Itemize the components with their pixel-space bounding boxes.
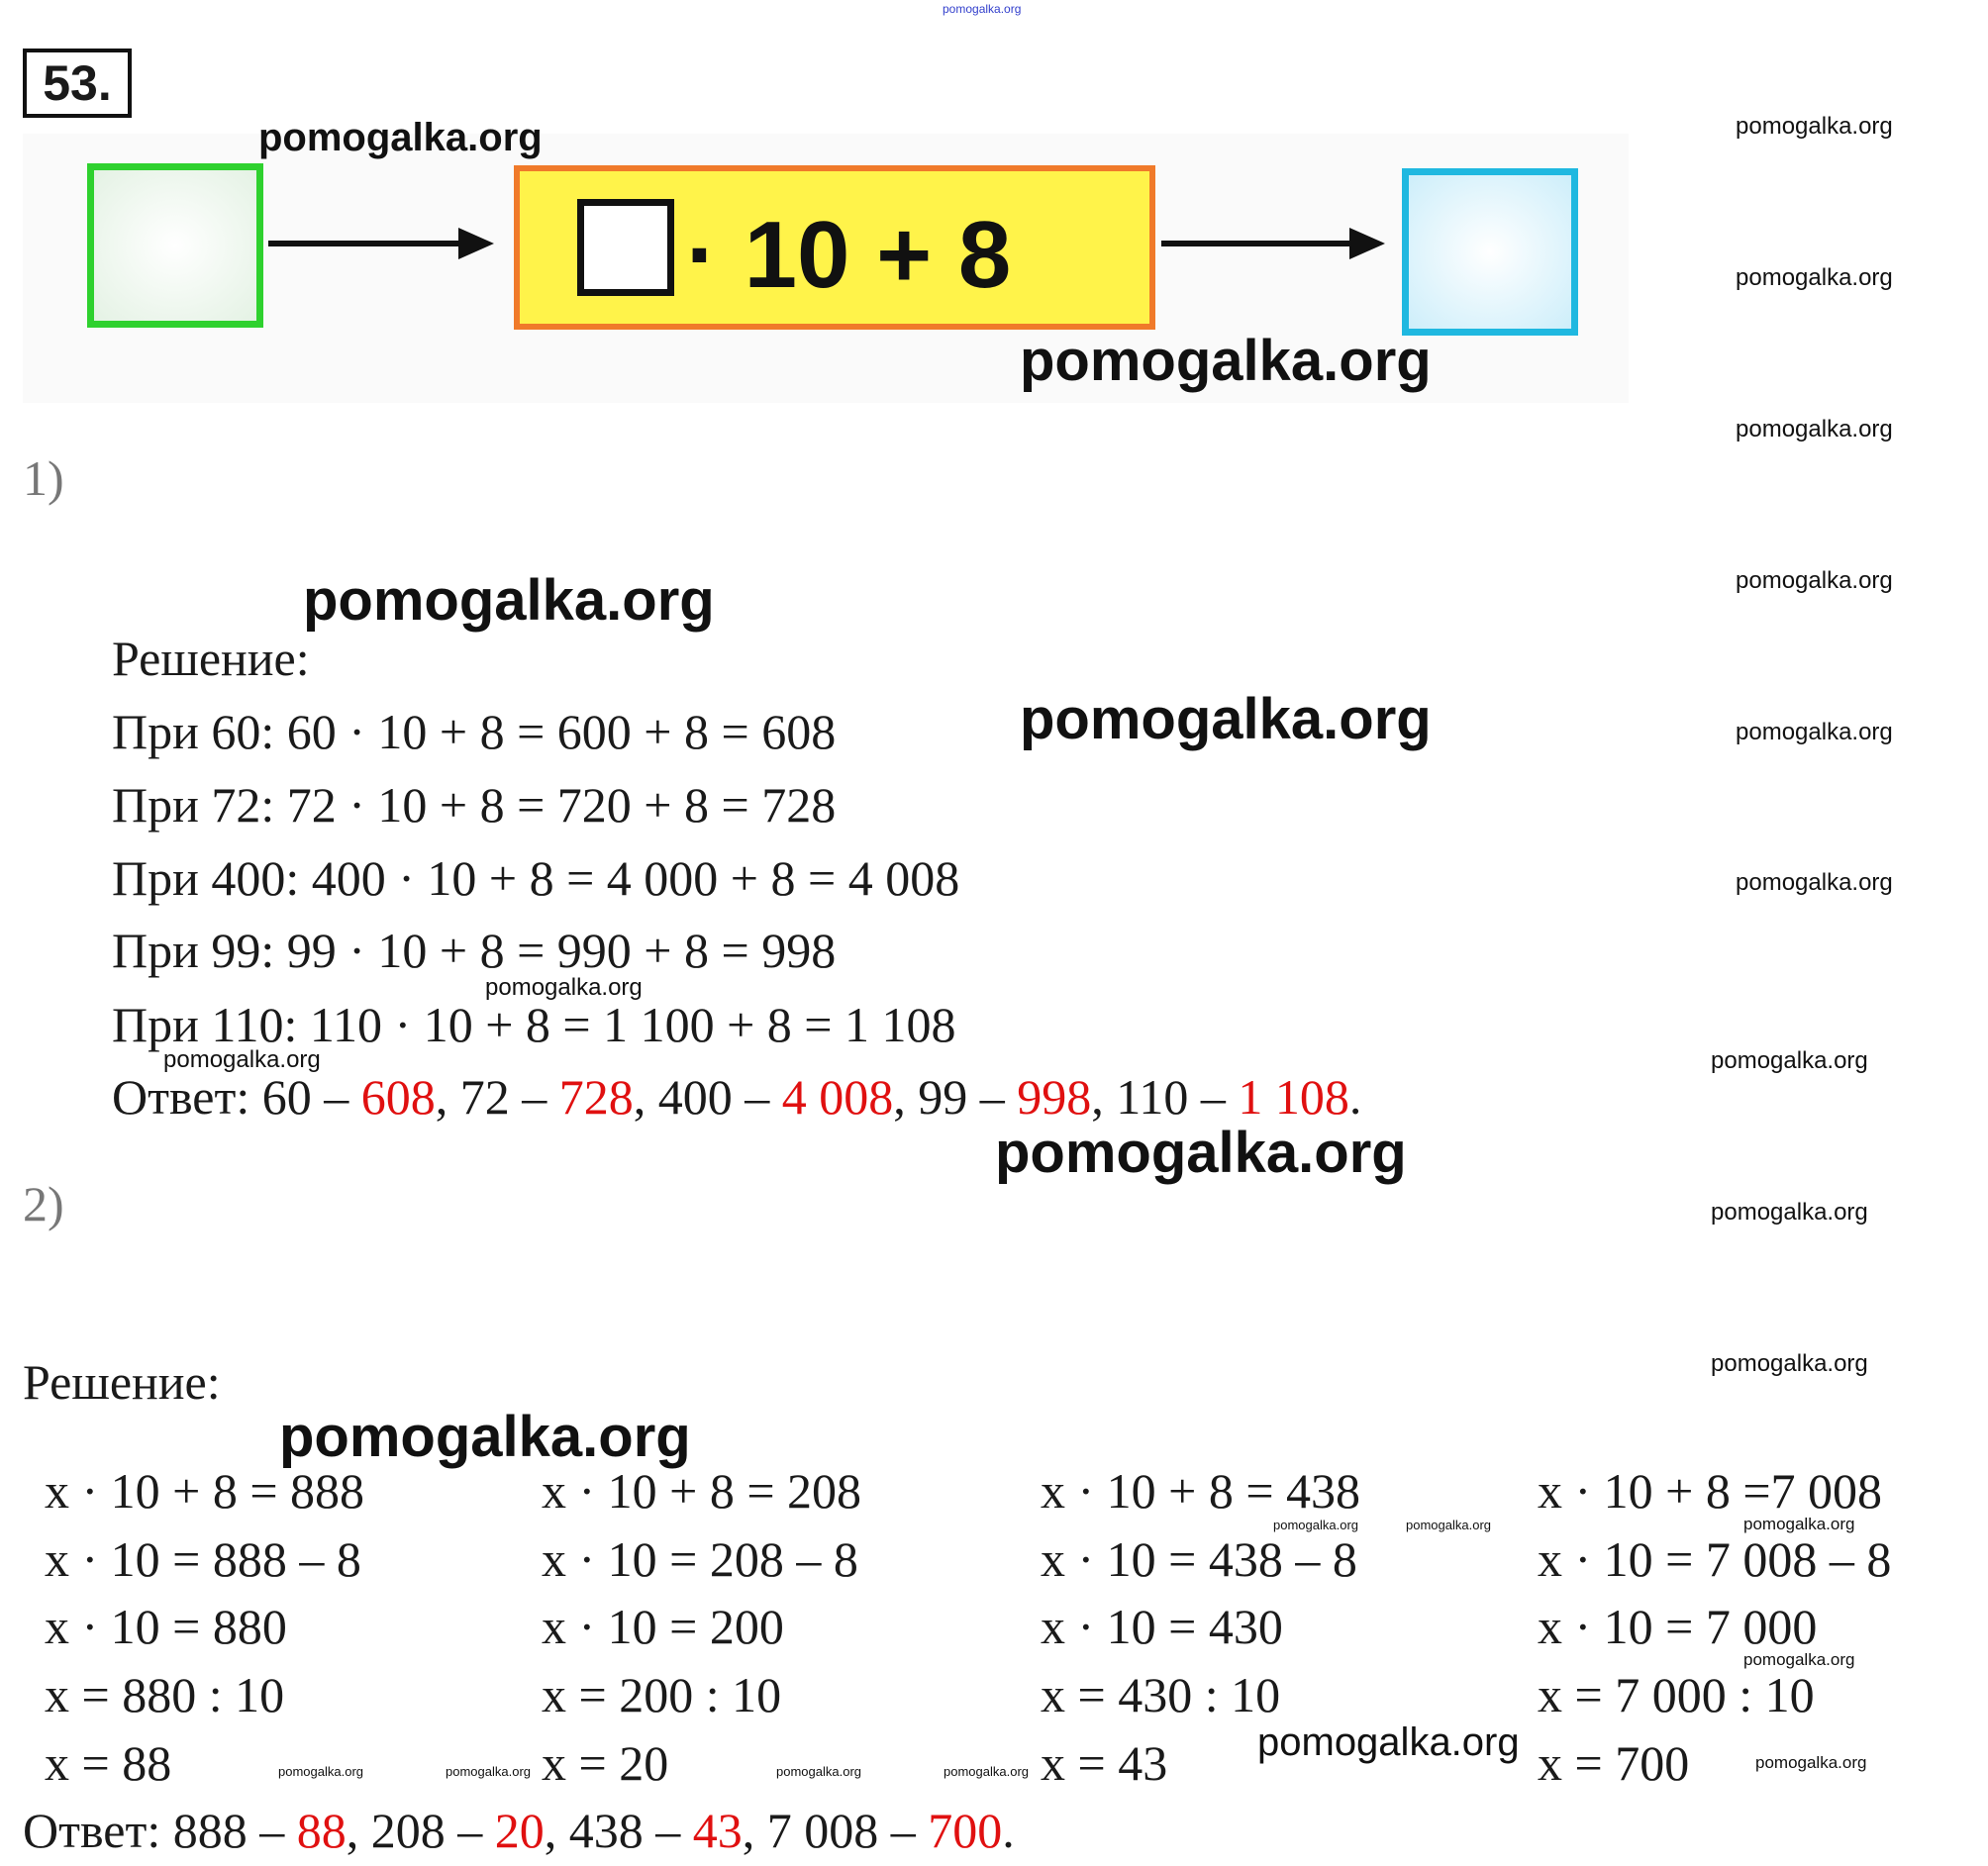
answer-sep: ,	[742, 1803, 767, 1858]
equation-step: x = 430 : 10	[1041, 1667, 1281, 1722]
watermark: pomogalka.org	[1257, 1720, 1520, 1764]
watermark: pomogalka.org	[258, 116, 543, 159]
answer-value: 88	[296, 1803, 347, 1858]
watermark: pomogalka.org	[1736, 264, 1893, 291]
equation-step: x · 10 = 438 – 8	[1041, 1531, 1357, 1587]
watermark: pomogalka.org	[1406, 1518, 1491, 1532]
watermark: pomogalka.org	[1736, 416, 1893, 442]
part2-answer: Ответ: 888 – 88, 208 – 20, 438 – 43, 7 0…	[23, 1806, 1015, 1855]
header-watermark: pomogalka.org	[943, 2, 1022, 16]
equation-step: x · 10 = 7 008 – 8	[1538, 1531, 1892, 1587]
equation-step: x = 7 000 : 10	[1538, 1667, 1815, 1722]
watermark: pomogalka.org	[1020, 687, 1432, 751]
arrow-head-icon	[458, 228, 494, 259]
equation-step: x = 880 : 10	[45, 1667, 285, 1722]
equation-step: x · 10 = 208 – 8	[542, 1531, 858, 1587]
part1-solution-title: Решение:	[112, 631, 310, 686]
answer-value: 728	[558, 1069, 634, 1125]
equation-step: x = 200 : 10	[542, 1667, 782, 1722]
watermark: pomogalka.org	[1736, 869, 1893, 896]
answer-key: 400 –	[657, 1069, 782, 1125]
answer-prefix: Ответ:	[112, 1069, 262, 1125]
answer-key: 99 –	[918, 1069, 1018, 1125]
part1-line: При 72: 72 · 10 + 8 = 720 + 8 = 728	[112, 777, 837, 833]
watermark: pomogalka.org	[279, 1405, 691, 1469]
equation-step: x · 10 + 8 = 888	[45, 1463, 365, 1519]
task-number: 53.	[23, 49, 132, 118]
part1-line: При 400: 400 · 10 + 8 = 4 000 + 8 = 4 00…	[112, 850, 960, 906]
watermark: pomogalka.org	[944, 1764, 1029, 1779]
arrow-right-icon	[268, 241, 466, 246]
answer-key: 208 –	[370, 1803, 495, 1858]
watermark: pomogalka.org	[163, 1046, 321, 1073]
answer-value: 998	[1017, 1069, 1092, 1125]
watermark: pomogalka.org	[1736, 567, 1893, 594]
part2-label: 2)	[23, 1176, 64, 1231]
equation-step: x = 20	[542, 1735, 669, 1791]
answer-sep: .	[1002, 1803, 1015, 1858]
watermark: pomogalka.org	[1273, 1518, 1358, 1532]
function-machine-diagram: · 10 + 8	[23, 134, 1629, 403]
watermark: pomogalka.org	[1711, 1199, 1868, 1226]
equation-step: x · 10 = 200	[542, 1599, 784, 1654]
equation-step: x · 10 = 880	[45, 1599, 287, 1654]
watermark: pomogalka.org	[1743, 1515, 1855, 1533]
answer-value: 20	[494, 1803, 545, 1858]
answer-key: 438 –	[568, 1803, 693, 1858]
equation-step: x · 10 = 430	[1041, 1599, 1283, 1654]
part1-line: При 110: 110 · 10 + 8 = 1 100 + 8 = 1 10…	[112, 997, 956, 1052]
answer-key: 60 –	[261, 1069, 361, 1125]
watermark: pomogalka.org	[303, 568, 715, 633]
blank-square	[577, 199, 674, 296]
part1-answer: Ответ: 60 – 608, 72 – 728, 400 – 4 008, …	[112, 1072, 1361, 1122]
part1-line: При 60: 60 · 10 + 8 = 600 + 8 = 608	[112, 704, 837, 759]
answer-prefix: Ответ:	[23, 1803, 173, 1858]
machine-box: · 10 + 8	[514, 165, 1155, 330]
watermark: pomogalka.org	[1743, 1650, 1855, 1669]
answer-key: 110 –	[1116, 1069, 1239, 1125]
watermark: pomogalka.org	[1711, 1047, 1868, 1074]
output-box	[1402, 168, 1578, 336]
answer-value: 1 108	[1238, 1069, 1349, 1125]
answer-sep: ,	[633, 1069, 658, 1125]
answer-key: 888 –	[172, 1803, 297, 1858]
watermark: pomogalka.org	[1755, 1753, 1867, 1772]
watermark: pomogalka.org	[1736, 719, 1893, 745]
part2-solution-title: Решение:	[23, 1354, 221, 1410]
watermark: pomogalka.org	[995, 1121, 1407, 1185]
answer-sep: ,	[544, 1803, 569, 1858]
equation-step: x · 10 + 8 = 438	[1041, 1463, 1361, 1519]
equation-step: x · 10 + 8 =7 008	[1538, 1463, 1883, 1519]
watermark: pomogalka.org	[446, 1764, 531, 1779]
watermark: pomogalka.org	[278, 1764, 363, 1779]
answer-sep: ,	[893, 1069, 919, 1125]
watermark: pomogalka.org	[1736, 113, 1893, 140]
watermark: pomogalka.org	[485, 974, 643, 1001]
equation-step: x · 10 = 7 000	[1538, 1599, 1818, 1654]
answer-value: 700	[928, 1803, 1003, 1858]
formula-text: · 10 + 8	[686, 202, 1012, 308]
watermark: pomogalka.org	[1711, 1350, 1868, 1377]
equation-step: x = 700	[1538, 1735, 1690, 1791]
answer-key: 7 008 –	[766, 1803, 929, 1858]
answer-value: 4 008	[781, 1069, 894, 1125]
arrow-right-icon	[1161, 241, 1355, 246]
answer-value: 43	[692, 1803, 743, 1858]
answer-sep: ,	[1091, 1069, 1117, 1125]
equation-step: x = 43	[1041, 1735, 1168, 1791]
equation-step: x · 10 + 8 = 208	[542, 1463, 862, 1519]
equation-step: x · 10 = 888 – 8	[45, 1531, 361, 1587]
equation-step: x = 88	[45, 1735, 172, 1791]
part1-line: При 99: 99 · 10 + 8 = 990 + 8 = 998	[112, 923, 837, 978]
input-box	[87, 163, 263, 328]
part1-label: 1)	[23, 450, 64, 506]
watermark: pomogalka.org	[776, 1764, 861, 1779]
answer-sep: ,	[346, 1803, 371, 1858]
answer-key: 72 –	[459, 1069, 559, 1125]
answer-sep: .	[1348, 1069, 1362, 1125]
answer-sep: ,	[435, 1069, 460, 1125]
arrow-head-icon	[1349, 228, 1385, 259]
watermark: pomogalka.org	[1020, 329, 1432, 393]
answer-value: 608	[360, 1069, 436, 1125]
